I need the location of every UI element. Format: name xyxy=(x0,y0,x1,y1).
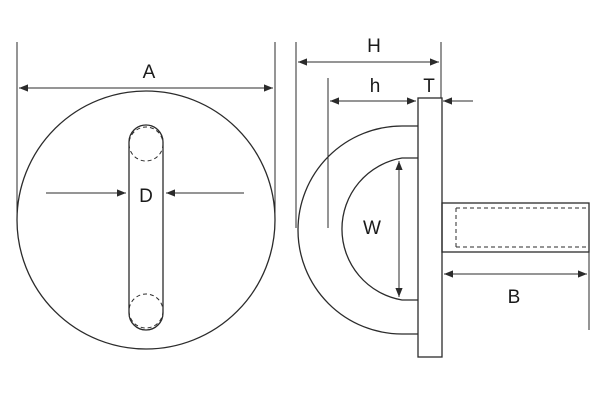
base-plate-circle xyxy=(16,90,276,350)
label-d: D xyxy=(139,186,153,207)
hidden-circle-top xyxy=(128,126,164,162)
label-a: A xyxy=(143,62,156,83)
label-h-lower: h xyxy=(370,76,381,97)
eye-outer-arc xyxy=(297,125,418,335)
hidden-circle-bottom xyxy=(128,293,164,329)
label-h-upper: H xyxy=(367,36,381,57)
label-t: T xyxy=(423,76,435,97)
threaded-stud xyxy=(441,202,590,253)
front-view: A D xyxy=(16,42,276,350)
label-b: B xyxy=(508,287,521,308)
label-w: W xyxy=(363,218,381,239)
base-plate-side xyxy=(417,97,443,358)
eye-inner-arc xyxy=(341,157,418,301)
side-view: H h T W B xyxy=(295,36,590,358)
eye-slot xyxy=(128,124,164,331)
